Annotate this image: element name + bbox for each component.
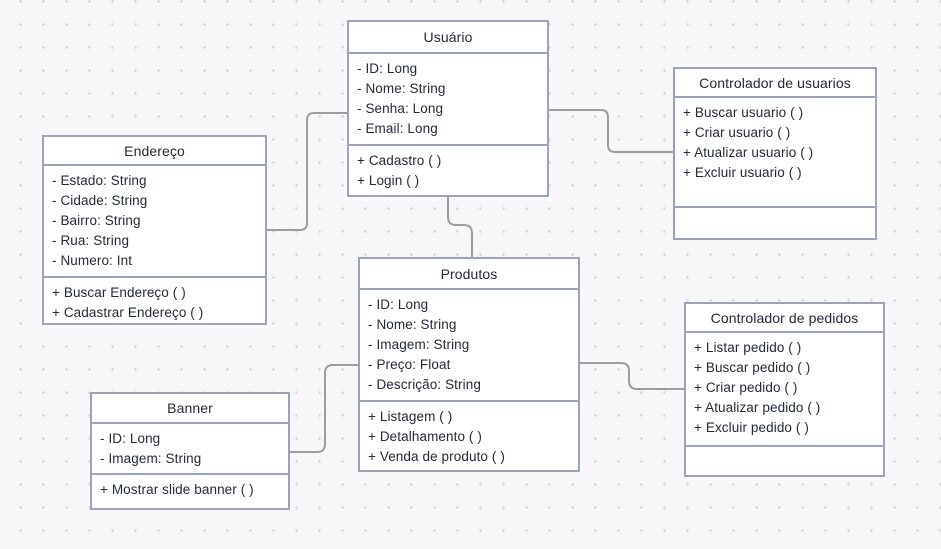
class-title-banner: Banner bbox=[167, 400, 213, 416]
class-attributes-banner: - ID: Long - Imagem: String bbox=[92, 422, 288, 473]
member-line: - Senha: Long bbox=[357, 101, 444, 116]
member-line: - ID: Long bbox=[100, 431, 161, 446]
connector-banner-produtos[interactable] bbox=[289, 364, 359, 453]
class-title-usuario: Usuário bbox=[423, 29, 473, 45]
member-line: + Cadastrar Endereço ( ) bbox=[52, 305, 204, 320]
member-line: - Imagem: String bbox=[368, 337, 470, 352]
member-line: + Atualizar pedido ( ) bbox=[694, 400, 821, 415]
member-line: + Excluir pedido ( ) bbox=[694, 420, 809, 435]
member-line: + Criar pedido ( ) bbox=[694, 380, 798, 395]
class-methods-usuario: + Cadastro ( ) + Login ( ) bbox=[349, 144, 547, 195]
class-box-controlador-usuarios[interactable]: Controlador de usuarios + Buscar usuario… bbox=[673, 67, 877, 240]
member-line: - Numero: Int bbox=[52, 253, 133, 268]
class-methods-controlador-pedidos: + Listar pedido ( ) + Buscar pedido ( ) + … bbox=[686, 331, 883, 445]
connector-usuario-controlador-usuarios[interactable] bbox=[548, 109, 674, 153]
member-line: - Nome: String bbox=[357, 81, 446, 96]
member-line: + Venda de produto ( ) bbox=[368, 449, 505, 464]
member-line: + Login ( ) bbox=[357, 173, 420, 188]
class-title-endereco: Endereço bbox=[124, 142, 185, 159]
member-line: - ID: Long bbox=[357, 61, 418, 76]
class-methods-endereco: + Buscar Endereço ( ) + Cadastrar Endereç… bbox=[44, 276, 265, 323]
member-line: + Listar pedido ( ) bbox=[694, 340, 802, 355]
class-box-endereco[interactable]: Endereço - Estado: String - Cidade: Strin… bbox=[42, 135, 267, 325]
member-line: - Nome: String bbox=[368, 317, 457, 332]
member-line: - Estado: String bbox=[52, 173, 147, 188]
member-line: - Rua: String bbox=[52, 233, 130, 248]
class-title-produtos: Produtos bbox=[440, 265, 498, 282]
member-line: - Bairro: String bbox=[52, 213, 141, 228]
member-line: + Cadastro ( ) bbox=[357, 153, 442, 168]
member-line: + Buscar usuario ( ) bbox=[683, 105, 804, 120]
class-empty-section-controlador-pedidos bbox=[686, 445, 883, 475]
connector-usuario-produtos[interactable] bbox=[447, 196, 473, 258]
member-line: + Mostrar slide banner ( ) bbox=[100, 482, 254, 497]
member-line: + Criar usuario ( ) bbox=[683, 125, 791, 140]
member-line: + Atualizar usuario ( ) bbox=[683, 145, 814, 160]
class-empty-section-controlador-usuarios bbox=[675, 206, 875, 238]
class-methods-controlador-usuarios: + Buscar usuario ( ) + Criar usuario ( ) +… bbox=[675, 96, 875, 206]
connector-produtos-controlador-pedidos[interactable] bbox=[579, 362, 685, 390]
member-line: + Excluir usuario ( ) bbox=[683, 165, 802, 180]
class-methods-banner: + Mostrar slide banner ( ) bbox=[92, 473, 288, 508]
member-line: - Descrição: String bbox=[368, 377, 481, 392]
class-box-banner[interactable]: Banner - ID: Long - Imagem: String + Most… bbox=[90, 392, 290, 510]
class-attributes-produtos: - ID: Long - Nome: String - Imagem: String… bbox=[360, 288, 578, 400]
class-methods-produtos: + Listagem ( ) + Detalhamento ( ) + Venda … bbox=[360, 400, 578, 470]
member-line: - ID: Long bbox=[368, 297, 429, 312]
class-title-controlador-pedidos: Controlador de pedidos bbox=[710, 309, 859, 326]
class-attributes-usuario: - ID: Long - Nome: String - Senha: Long - E… bbox=[349, 52, 547, 144]
class-title-controlador-usuarios: Controlador de usuarios bbox=[699, 74, 851, 91]
member-line: - Cidade: String bbox=[52, 193, 148, 208]
member-line: - Preço: Float bbox=[368, 357, 451, 372]
member-line: - Email: Long bbox=[357, 121, 438, 136]
class-box-produtos[interactable]: Produtos - ID: Long - Nome: String - Image… bbox=[358, 257, 580, 472]
class-box-controlador-pedidos[interactable]: Controlador de pedidos + Listar pedido (… bbox=[684, 302, 885, 477]
member-line: - Imagem: String bbox=[100, 451, 202, 466]
class-attributes-endereco: - Estado: String - Cidade: String - Bairro… bbox=[44, 164, 265, 276]
member-line: + Buscar Endereço ( ) bbox=[52, 285, 186, 300]
member-line: + Detalhamento ( ) bbox=[368, 429, 482, 444]
member-line: + Buscar pedido ( ) bbox=[694, 360, 811, 375]
connector-endereco-usuario[interactable] bbox=[266, 112, 348, 231]
member-line: + Listagem ( ) bbox=[368, 409, 453, 424]
class-box-usuario[interactable]: Usuário - ID: Long - Nome: String - Senha:… bbox=[347, 20, 549, 197]
